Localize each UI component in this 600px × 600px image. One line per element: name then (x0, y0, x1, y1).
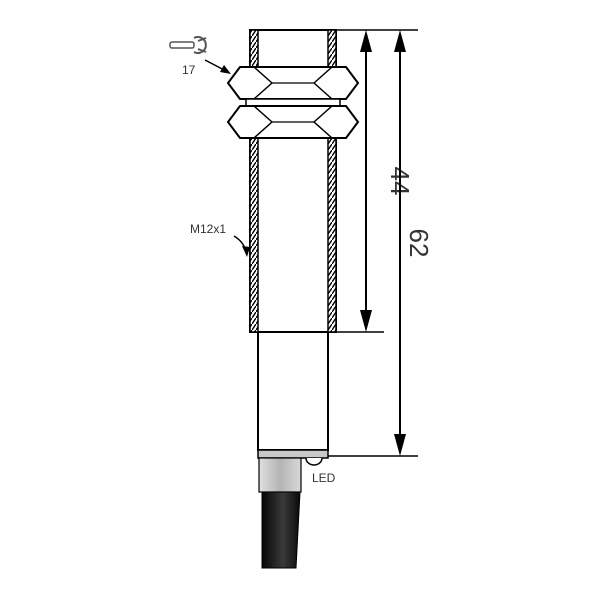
sensor-body (257, 331, 329, 451)
thread-right (327, 29, 337, 333)
washer (245, 98, 341, 107)
cable (261, 491, 301, 569)
wrench-leader-arrow (204, 59, 231, 74)
hex-nut-lower (226, 105, 360, 139)
thread-leader-arrow (233, 235, 250, 257)
dimension-thread-length: 44 (360, 30, 415, 332)
wrench-icon (169, 36, 207, 54)
wrench-size-label: 17 (182, 63, 196, 77)
thread-label: M12x1 (190, 222, 226, 236)
dimension-62-label: 62 (404, 229, 434, 258)
led-label: LED (312, 471, 336, 485)
led-indicator (305, 457, 323, 466)
dimension-total-length: 62 (394, 30, 434, 456)
extension-lines (328, 29, 418, 457)
thread-left (249, 29, 259, 333)
collar-ring (257, 449, 329, 459)
cable-gland (258, 457, 302, 493)
hex-nut-upper (226, 66, 360, 100)
